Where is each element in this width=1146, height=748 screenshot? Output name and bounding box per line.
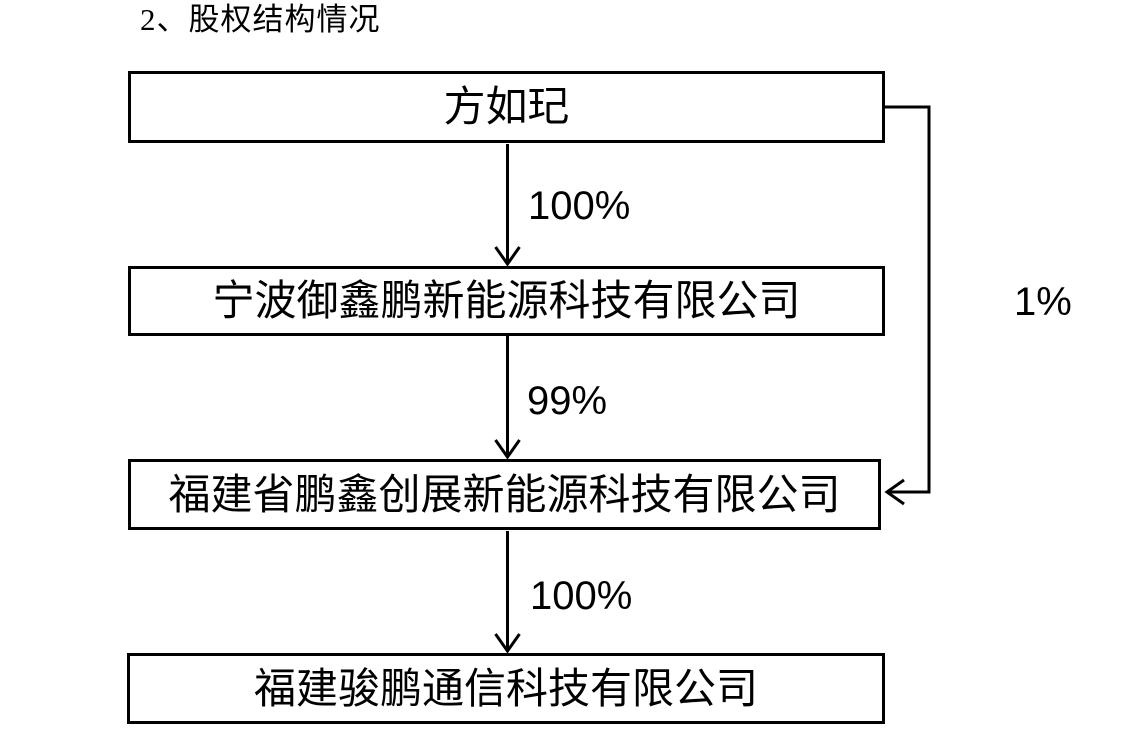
arrow-fang-ruji-to-ningbo bbox=[494, 144, 521, 267]
edge-label-99-percent: 99% bbox=[527, 379, 608, 423]
arrow-ningbo-to-fujian-pengxin bbox=[494, 336, 521, 460]
edge-label-100-percent-top: 100% bbox=[528, 184, 631, 228]
arrowhead-down-icon bbox=[494, 633, 521, 654]
section-title: 2、股权结构情况 bbox=[140, 2, 381, 37]
node-box-fang-ruji: 方如玘 bbox=[128, 71, 885, 143]
arrowhead-left-icon bbox=[884, 478, 905, 506]
edge-label-1-percent: 1% bbox=[1014, 280, 1072, 324]
node-box-fujian-junpeng: 福建骏鹏通信科技有限公司 bbox=[127, 653, 885, 724]
edge-label-100-percent-bottom: 100% bbox=[530, 574, 633, 618]
arrowhead-down-icon bbox=[494, 439, 521, 460]
arrow-fujian-pengxin-to-fujian-junpeng bbox=[494, 531, 521, 654]
node-box-ningbo-yuxinpeng: 宁波御鑫鹏新能源科技有限公司 bbox=[128, 266, 885, 336]
arrowhead-down-icon bbox=[494, 246, 521, 267]
node-box-fujian-pengxin: 福建省鹏鑫创展新能源科技有限公司 bbox=[128, 459, 881, 530]
arrow-fang-ruji-to-fujian-pengxin bbox=[884, 105, 931, 506]
